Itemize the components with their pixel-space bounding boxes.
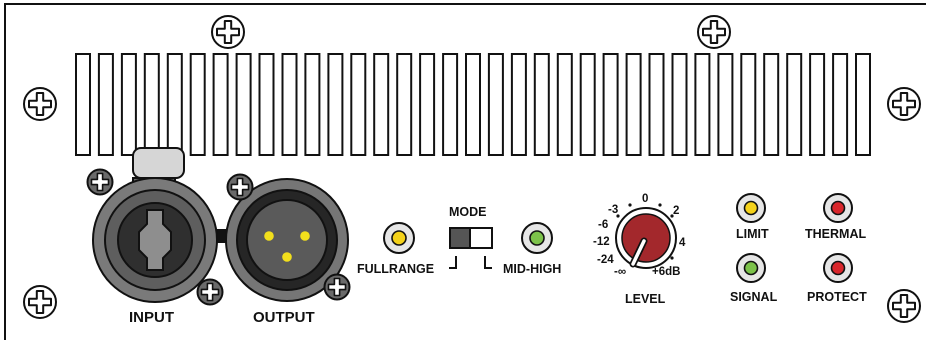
level-label: LEVEL	[625, 292, 666, 306]
heatsink-fin	[120, 53, 137, 156]
level-tick-minus-24: -24	[597, 254, 614, 266]
heatsink-fin	[258, 53, 275, 156]
mode-title: MODE	[449, 205, 487, 219]
heatsink-fin	[419, 53, 436, 156]
thermal-led	[823, 193, 853, 223]
heatsink-fin	[373, 53, 390, 156]
level-tick-minus-3: -3	[608, 204, 619, 216]
heatsink-fin	[465, 53, 481, 156]
heatsink-fin	[189, 53, 206, 156]
level-knob[interactable]	[615, 207, 677, 269]
heatsink-fin	[602, 53, 619, 156]
heatsink-fin	[763, 53, 780, 156]
heatsink-fin	[855, 53, 871, 156]
protect-label: PROTECT	[807, 290, 867, 304]
mounting-screw-icon	[23, 285, 57, 319]
heatsink-fin	[510, 53, 527, 156]
fullrange-label: FULLRANGE	[357, 262, 435, 276]
heatsink-fin	[556, 53, 573, 156]
level-tick-0: 0	[642, 193, 649, 205]
heatsink-fin	[235, 53, 252, 156]
mode-switch[interactable]	[449, 227, 493, 249]
mounting-screw-icon	[887, 87, 921, 121]
mid-high-label: MID-HIGH	[503, 262, 562, 276]
thermal-label: THERMAL	[805, 227, 867, 241]
output-label: OUTPUT	[253, 309, 315, 326]
level-tick-2: 2	[673, 205, 680, 217]
heatsink-fin	[648, 53, 665, 156]
heatsink-fin	[694, 53, 711, 156]
limit-led	[736, 193, 766, 223]
level-tick-minus-12: -12	[593, 236, 610, 248]
heatsink-fin	[166, 53, 183, 156]
heatsink-fin	[75, 53, 91, 156]
mode-bracket-left	[449, 256, 457, 269]
mounting-screw-icon	[211, 15, 245, 49]
heatsink-fin	[533, 53, 550, 156]
level-tick-minus-inf: -∞	[614, 266, 627, 278]
signal-led	[736, 253, 766, 283]
heatsink-fin	[97, 53, 114, 156]
input-combo-jack-icon	[92, 147, 218, 303]
mounting-screw-icon	[697, 15, 731, 49]
heatsink-fin	[281, 53, 298, 156]
connector-screw-icon	[196, 278, 224, 306]
connector-screw-icon	[226, 173, 254, 201]
fullrange-led	[383, 222, 415, 254]
level-tick-4: 4	[679, 237, 686, 249]
heatsink-fin	[396, 53, 413, 156]
heatsink-fin	[579, 53, 596, 156]
heatsink-fin	[740, 53, 757, 156]
heatsink-fin	[832, 53, 849, 156]
mounting-screw-icon	[887, 289, 921, 323]
heatsink-fin	[786, 53, 803, 156]
connector-screw-icon	[86, 168, 114, 196]
level-tick-plus-6db: +6dB	[652, 266, 681, 278]
output-xlr-jack-icon	[225, 178, 349, 302]
protect-led	[823, 253, 853, 283]
heatsink-fin	[717, 53, 734, 156]
heatsink-fin	[809, 53, 826, 156]
heatsink-fin	[212, 53, 229, 156]
heatsink-fin	[487, 53, 504, 156]
heatsink-fin	[350, 53, 367, 156]
limit-label: LIMIT	[736, 227, 769, 241]
panel-frame	[4, 3, 926, 340]
heatsink-fins	[75, 53, 871, 156]
mode-bracket-right	[484, 256, 492, 269]
mounting-screw-icon	[23, 87, 57, 121]
heatsink-fin	[625, 53, 642, 156]
connector-screw-icon	[323, 273, 351, 301]
heatsink-fin	[442, 53, 459, 156]
heatsink-fin	[327, 53, 344, 156]
level-tick-minus-6: -6	[598, 219, 609, 231]
heatsink-fin	[304, 53, 321, 156]
heatsink-fin	[671, 53, 688, 156]
signal-label: SIGNAL	[730, 290, 778, 304]
input-label: INPUT	[129, 309, 174, 326]
heatsink-fin	[143, 53, 160, 156]
mid-high-led	[521, 222, 553, 254]
